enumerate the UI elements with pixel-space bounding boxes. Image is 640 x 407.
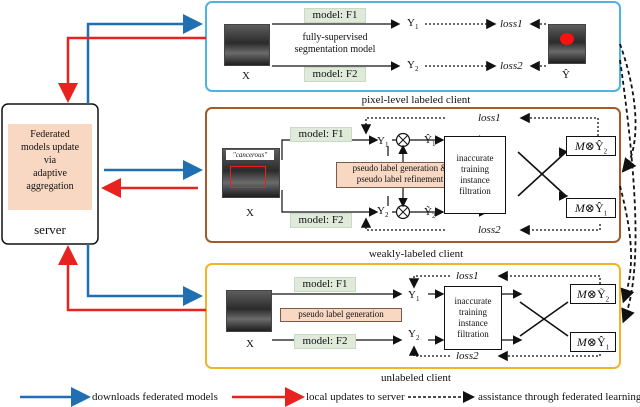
pixel-loss1: loss1 bbox=[500, 18, 523, 30]
weak-refined-y2: Ỹ2 bbox=[424, 206, 436, 221]
weak-client-caption: weakly-labeled client bbox=[368, 248, 464, 260]
server-label: server bbox=[34, 222, 66, 237]
weak-client-frame bbox=[205, 107, 621, 243]
legend-download-label: downloads federated models bbox=[92, 391, 218, 403]
server-update-text: Federated models update via adaptive agg… bbox=[20, 129, 80, 192]
unlabeled-pseudo-label-box: pseudo label generation bbox=[280, 308, 402, 322]
unlabeled-filtration-box: inaccurate training instance filtration bbox=[444, 286, 502, 350]
pixel-ground-truth-label: Ŷ bbox=[562, 69, 570, 81]
unlabeled-mask-product-bottom: M⊗Ŷ1 bbox=[570, 332, 616, 352]
pixel-client-caption: pixel-level labeled client bbox=[361, 94, 471, 106]
pixel-output-y1: Y1 bbox=[407, 17, 419, 32]
unlabeled-client-frame bbox=[205, 263, 621, 369]
pixel-model-f1: model: F1 bbox=[304, 8, 366, 23]
legend-assist-label: assistance through federated learning bbox=[478, 391, 640, 403]
weak-loss1: loss1 bbox=[478, 112, 501, 124]
weak-model-f2: model: F2 bbox=[290, 213, 352, 228]
weak-output-y1: Y1 bbox=[377, 135, 389, 150]
unlabeled-mask-product-top: M⊗Ỹ2 bbox=[570, 284, 616, 304]
unlabeled-client-caption: unlabeled client bbox=[381, 372, 451, 384]
pixel-output-y2: Y2 bbox=[407, 59, 419, 74]
weak-cancerous-tag: "cancerous" bbox=[226, 150, 274, 160]
weak-output-y2: Y2 bbox=[377, 205, 389, 220]
legend-upload-label: local updates to server bbox=[306, 391, 405, 403]
pixel-input-label: X bbox=[242, 70, 250, 82]
weak-bounding-box bbox=[230, 166, 266, 188]
pixel-seg-model-text: fully-supervised segmentation model bbox=[294, 32, 376, 55]
unlabeled-input-ultrasound-image bbox=[226, 290, 272, 332]
server-update-box bbox=[8, 124, 92, 210]
weak-filtration-box: inaccurate training instance filtration bbox=[444, 136, 506, 214]
unlabeled-input-label: X bbox=[246, 338, 254, 350]
unlabeled-output-y2: Y2 bbox=[408, 328, 420, 343]
pixel-model-f2: model: F2 bbox=[304, 67, 366, 82]
pixel-loss2: loss2 bbox=[500, 60, 523, 72]
weak-input-label: X bbox=[246, 207, 254, 219]
weak-model-f1: model: F1 bbox=[290, 127, 352, 142]
weak-refined-y1: Ŷ1 bbox=[424, 134, 436, 149]
ground-truth-lesion-mask bbox=[560, 33, 574, 45]
unlabeled-model-f2: model: F2 bbox=[294, 334, 356, 349]
pixel-input-ultrasound-image bbox=[224, 24, 270, 66]
unlabeled-loss1: loss1 bbox=[456, 270, 479, 282]
weak-mask-product-bottom: M⊗Ŷ1 bbox=[566, 198, 616, 218]
weak-loss2: loss2 bbox=[478, 224, 501, 236]
unlabeled-loss2: loss2 bbox=[456, 350, 479, 362]
weak-pseudo-label-box: pseudo label generation & pseudo label r… bbox=[336, 162, 464, 188]
unlabeled-model-f1: model: F1 bbox=[294, 277, 356, 292]
weak-mask-product-top: M⊗Ŷ2 bbox=[566, 136, 616, 156]
unlabeled-output-y1: Y1 bbox=[408, 289, 420, 304]
